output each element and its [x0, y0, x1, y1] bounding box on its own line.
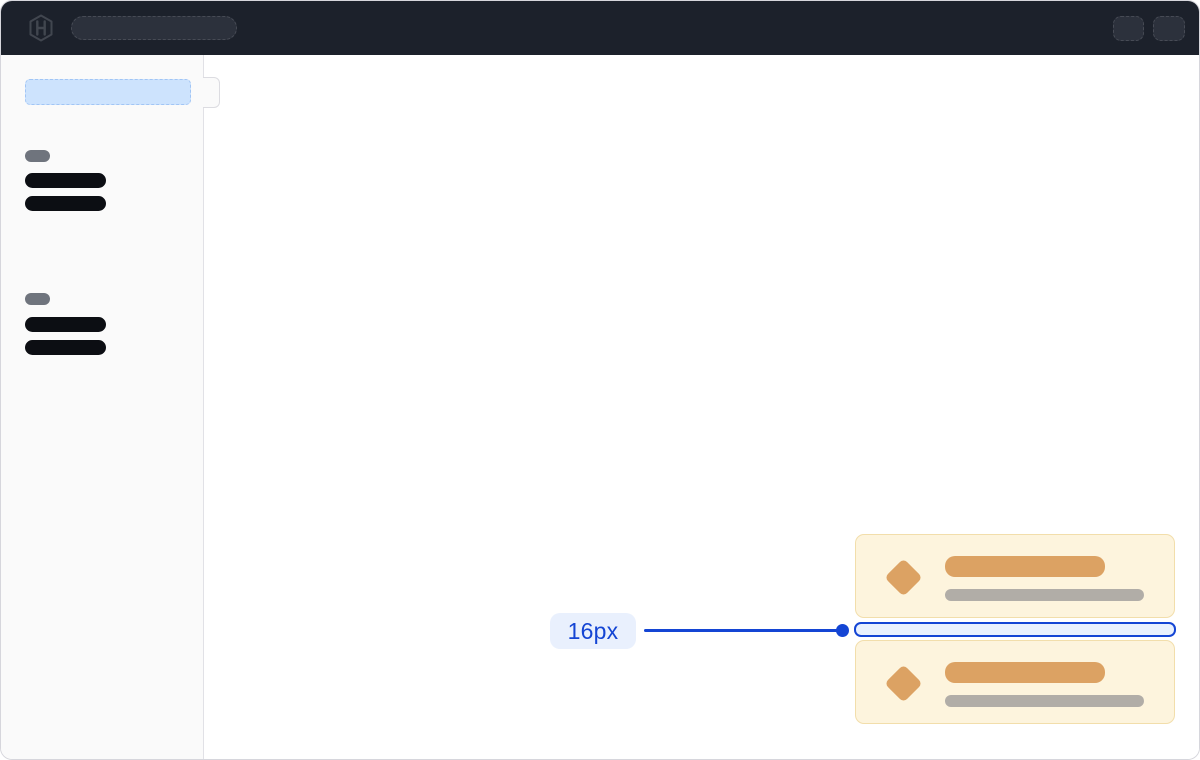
card-subtitle-skeleton	[945, 589, 1144, 601]
diamond-icon	[884, 664, 923, 703]
sidebar-collapse-handle[interactable]	[203, 77, 220, 108]
sidebar-item-skeleton[interactable]	[25, 317, 106, 332]
navbar-action-skeleton[interactable]	[1113, 16, 1144, 41]
card-title-skeleton	[945, 556, 1105, 577]
diamond-icon	[884, 558, 923, 597]
measurement-line	[644, 629, 838, 632]
navbar-action-skeleton[interactable]	[1153, 16, 1185, 41]
measurement-dot	[836, 624, 849, 637]
sidebar-section-label-skeleton	[25, 150, 50, 162]
sidebar-section-label-skeleton	[25, 293, 50, 305]
card-skeleton	[855, 534, 1175, 618]
top-navbar	[1, 1, 1199, 55]
card-subtitle-skeleton	[945, 695, 1144, 707]
card-title-skeleton	[945, 662, 1105, 683]
sidebar-item-selected-skeleton[interactable]	[25, 79, 191, 105]
spacing-value-badge: 16px	[550, 613, 636, 649]
sidebar	[1, 55, 204, 759]
card-skeleton	[855, 640, 1175, 724]
sidebar-item-skeleton[interactable]	[25, 340, 106, 355]
sidebar-item-skeleton[interactable]	[25, 196, 106, 211]
spacing-gap-highlight	[854, 622, 1176, 637]
search-input-skeleton[interactable]	[71, 16, 237, 40]
sidebar-item-skeleton[interactable]	[25, 173, 106, 188]
hashicorp-logo-icon	[29, 14, 53, 42]
